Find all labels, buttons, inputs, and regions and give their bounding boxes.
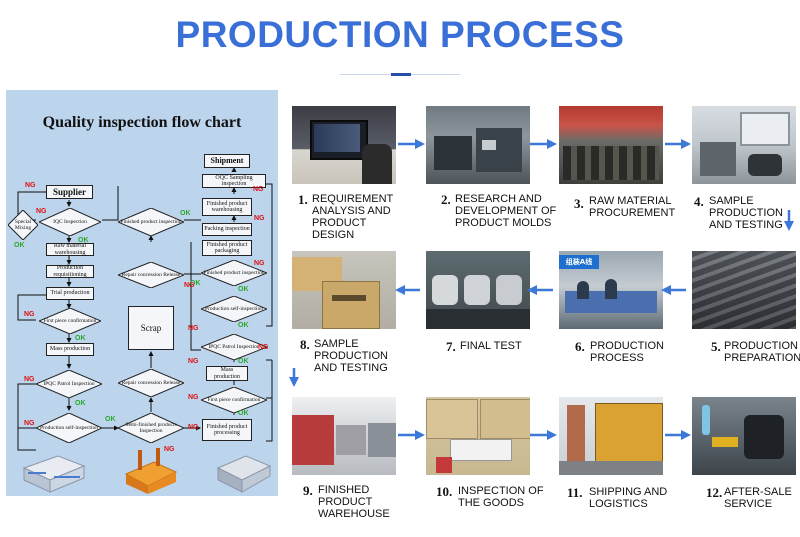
ok-label: OK bbox=[105, 416, 116, 423]
ok-label: OK bbox=[75, 335, 86, 342]
node-ipqc-2: IPQC Patrol Inspection bbox=[201, 334, 267, 360]
warehouse-icon bbox=[216, 455, 272, 493]
ng-label: NG bbox=[184, 282, 195, 289]
ok-label: OK bbox=[238, 322, 249, 329]
assembly-line-sign: 组装A线 bbox=[559, 255, 599, 269]
node-repair-2: Repair concession Release bbox=[118, 262, 184, 288]
node-packing-insp: Packing inspection bbox=[202, 223, 252, 236]
ng-label: NG bbox=[253, 186, 264, 193]
node-fp-inspection-2: Finished product inspection bbox=[201, 260, 267, 286]
flowchart-title: Quality inspection flow chart bbox=[42, 114, 242, 131]
buildings-illustration bbox=[22, 448, 272, 494]
ok-label: OK bbox=[190, 280, 201, 287]
quality-flowchart-panel: Quality inspection flow chart Supplier S… bbox=[6, 90, 278, 496]
node-fp-packaging: Finished product packaging bbox=[202, 240, 252, 256]
ng-label: NG bbox=[36, 208, 47, 215]
ok-label: OK bbox=[78, 237, 89, 244]
ng-label: NG bbox=[164, 446, 175, 453]
node-requisitioning: Production requisitioning bbox=[46, 265, 94, 278]
step-10-label: INSPECTION OF THE GOODS bbox=[458, 485, 544, 509]
title-underline bbox=[391, 73, 411, 76]
node-trial: Trial production bbox=[46, 287, 94, 300]
step-4-number: 4. bbox=[694, 194, 704, 209]
node-special-mixing: Special Mixing bbox=[8, 210, 38, 240]
step-4-label: SAMPLE PRODUCTION AND TESTING bbox=[709, 195, 783, 231]
step-2-number: 2. bbox=[441, 192, 451, 207]
node-raw-warehousing: Raw material warehousing bbox=[46, 243, 94, 256]
ng-label: NG bbox=[188, 424, 199, 431]
ok-label: OK bbox=[238, 410, 249, 417]
photo-goods-inspection bbox=[426, 397, 530, 475]
node-mass-2: Mass production bbox=[206, 366, 248, 381]
node-prod-self-inspection: Production self-inspection bbox=[201, 296, 267, 322]
step-8-number: 8. bbox=[300, 337, 310, 352]
node-iqc: IQC Inspection bbox=[39, 208, 101, 236]
step-2-label: RESEARCH AND DEVELOPMENT OF PRODUCT MOLD… bbox=[455, 193, 557, 229]
ng-label: NG bbox=[258, 344, 269, 351]
photo-final-test bbox=[426, 251, 530, 329]
ok-label: OK bbox=[238, 358, 249, 365]
step-5-label: PRODUCTION PREPARATION bbox=[724, 340, 800, 364]
photo-finished-warehouse bbox=[292, 397, 396, 475]
photo-sample-production bbox=[692, 106, 796, 184]
node-oqc: OQC Sampling inspection bbox=[202, 174, 266, 188]
ok-label: OK bbox=[180, 210, 191, 217]
step-6-number: 6. bbox=[575, 339, 585, 354]
photo-production-process: 组装A线 bbox=[559, 251, 663, 329]
photo-sample-testing bbox=[292, 251, 396, 329]
node-repair-1: Repair concession Release bbox=[118, 369, 184, 397]
step-7-label: FINAL TEST bbox=[460, 340, 522, 352]
node-mass: Mass production bbox=[46, 343, 94, 356]
photo-mold-development bbox=[426, 106, 530, 184]
step-5-number: 5. bbox=[711, 339, 721, 354]
page-title: PRODUCTION PROCESS bbox=[175, 14, 625, 55]
node-fp-warehousing: Finished product warehousing bbox=[202, 198, 252, 216]
step-9-number: 9. bbox=[303, 483, 313, 498]
node-self-inspection: Production self-inspection bbox=[36, 413, 102, 443]
step-11-label: SHIPPING AND LOGISTICS bbox=[589, 486, 668, 510]
office-building-icon bbox=[22, 455, 86, 493]
ng-label: NG bbox=[24, 311, 35, 318]
photo-shipping bbox=[559, 397, 663, 475]
step-7-number: 7. bbox=[446, 339, 456, 354]
node-scrap: Scrap bbox=[128, 306, 174, 350]
step-12-number: 12. bbox=[706, 485, 723, 500]
step-1-number: 1. bbox=[298, 192, 308, 207]
step-10-number: 10. bbox=[436, 484, 453, 499]
ng-label: NG bbox=[254, 260, 265, 267]
ng-label: NG bbox=[188, 325, 199, 332]
ng-label: NG bbox=[188, 358, 199, 365]
photo-requirement-analysis bbox=[292, 106, 396, 184]
step-9-label: FINISHED PRODUCT WAREHOUSE bbox=[318, 484, 390, 520]
photo-raw-material bbox=[559, 106, 663, 184]
ng-label: NG bbox=[254, 215, 265, 222]
step-3-number: 3. bbox=[574, 196, 584, 211]
node-shipment: Shipment bbox=[204, 154, 250, 168]
ok-label: OK bbox=[238, 286, 249, 293]
flowchart-connectors bbox=[17, 167, 273, 451]
ng-label: NG bbox=[188, 394, 199, 401]
step-1-label: REQUIREMENT ANALYSIS AND PRODUCT DESIGN bbox=[312, 193, 394, 241]
node-finished-inspection: Finished product inspection bbox=[118, 208, 184, 236]
node-fp-processing: Finished product processing bbox=[202, 419, 252, 441]
step-12-label: AFTER-SALE SERVICE bbox=[724, 486, 792, 510]
node-supplier: Supplier bbox=[46, 185, 93, 199]
ng-label: NG bbox=[24, 376, 35, 383]
step-6-label: PRODUCTION PROCESS bbox=[590, 340, 664, 364]
node-ipqc: IPQC Patrol Inspection bbox=[36, 370, 102, 398]
ng-label: NG bbox=[24, 420, 35, 427]
ng-label: NG bbox=[25, 182, 36, 189]
step-11-number: 11. bbox=[567, 485, 583, 500]
photo-after-sale bbox=[692, 397, 796, 475]
step-3-label: RAW MATERIAL PROCUREMENT bbox=[589, 195, 676, 219]
ok-label: OK bbox=[14, 242, 25, 249]
node-first-piece-2: First piece confirmation bbox=[201, 387, 267, 413]
step-8-label: SAMPLE PRODUCTION AND TESTING bbox=[314, 338, 388, 374]
node-first-piece: First piece confirmation bbox=[39, 308, 101, 334]
factory-icon bbox=[124, 448, 178, 494]
node-semi-finished: Semi-finished products Inspection bbox=[118, 413, 184, 443]
ok-label: OK bbox=[75, 400, 86, 407]
photo-production-preparation bbox=[692, 251, 796, 329]
